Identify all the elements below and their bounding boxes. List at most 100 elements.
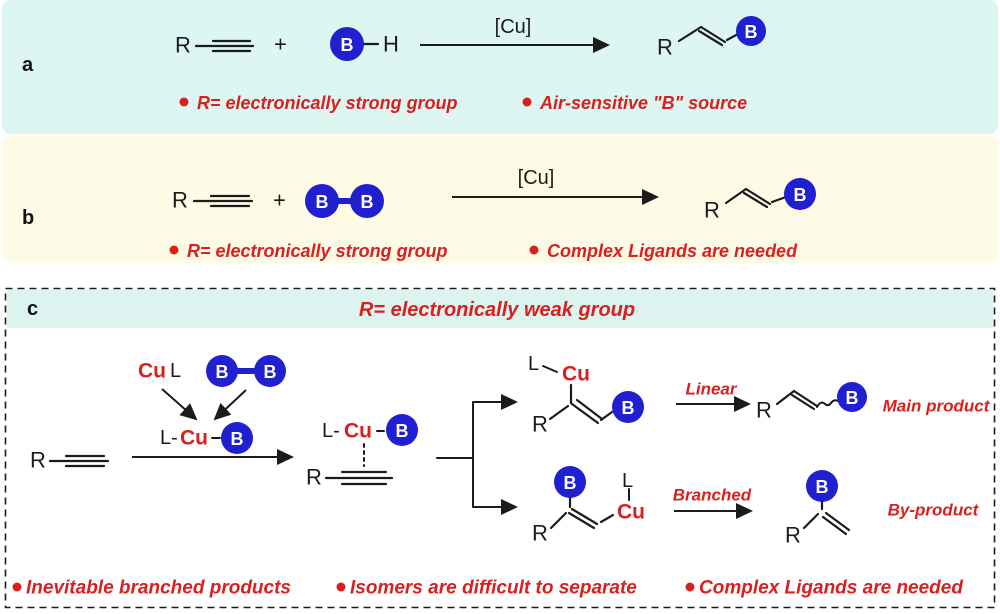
ligand-label: L	[170, 360, 181, 382]
double-bond-1	[570, 402, 600, 425]
product-double-bond-1	[792, 389, 819, 408]
branched-path-label: Branched	[673, 486, 752, 505]
branched-intermediate: B R Cu L	[532, 466, 645, 546]
bullet-text: R= electronically strong group	[197, 93, 458, 113]
c-cu-bond	[599, 513, 615, 524]
linear-intermediate: L Cu R B	[528, 353, 644, 437]
bullet-text: Air-sensitive "B" source	[539, 93, 747, 113]
copper-label: Cu	[562, 363, 590, 386]
boron-circle	[221, 422, 253, 454]
double-bond-2	[821, 515, 848, 536]
main-product-tag: Main product	[883, 397, 991, 416]
boron-label: B	[216, 362, 229, 382]
bullet-dot	[169, 245, 179, 255]
panel-c-header-background	[7, 290, 993, 328]
r-group-label: R	[532, 521, 548, 546]
bullet-dot	[522, 97, 532, 107]
product-double-bond-2	[790, 393, 816, 411]
cul-feed-arrow	[161, 388, 198, 421]
boron-label: B	[341, 35, 354, 55]
panel-c-label: c	[27, 298, 38, 320]
bullet-dot	[336, 582, 346, 592]
r-group-label: R	[306, 465, 322, 490]
catalyst-label: [Cu]	[495, 16, 532, 38]
boron-label: B	[794, 185, 807, 205]
bullet-dot	[529, 245, 539, 255]
bullet-text: R= electronically strong group	[187, 241, 448, 261]
product-double-bond-2	[697, 29, 724, 47]
panel-a-bullets: R= electronically strong group Air-sensi…	[179, 93, 747, 113]
boron-circle	[554, 466, 586, 498]
copper-label: Cu	[138, 360, 166, 383]
panel-a-product: R B	[657, 16, 766, 60]
product-b-bond	[770, 195, 788, 204]
plus-sign: +	[274, 32, 287, 57]
hydrogen-label: H	[383, 32, 399, 57]
pi-complex: L- Cu B R	[306, 414, 418, 490]
panel-b-bullets: R= electronically strong group Complex L…	[169, 241, 798, 261]
bullet-dot	[179, 97, 189, 107]
ligand-label: L-	[322, 420, 340, 442]
diboron-reagent: B B	[206, 355, 286, 387]
copper-label: Cu	[180, 427, 208, 450]
r-group-label: R	[532, 412, 548, 437]
double-bond-1	[570, 507, 599, 526]
boron-label: B	[622, 398, 635, 418]
c-b-bond	[599, 410, 614, 422]
linear-path-label: Linear	[685, 380, 737, 399]
catalyst-label: [Cu]	[518, 167, 555, 189]
panel-b-diboron: B B	[305, 184, 384, 218]
product-r-label: R	[704, 198, 720, 223]
wavy-b-bond	[816, 399, 839, 408]
bullet-dot	[685, 582, 695, 592]
by-product-tag: By-product	[888, 501, 980, 520]
boron-circle	[612, 391, 644, 423]
panel-b-background	[2, 136, 998, 263]
ligand-label: L-	[160, 427, 178, 449]
panel-b-alkyne: R	[172, 188, 254, 213]
panel-c-title: R= electronically weak group	[359, 299, 635, 321]
bullet-text: Complex Ligands are needed	[547, 241, 798, 261]
panel-a-alkyne: R	[175, 33, 255, 58]
product-double-bond-1	[699, 25, 727, 44]
boron-label: B	[745, 22, 758, 42]
boron-label: B	[564, 473, 577, 493]
r-group-label: R	[30, 448, 46, 473]
product-double-bond-1	[744, 187, 772, 206]
r-c-bond	[802, 512, 820, 530]
boron-label: B	[816, 477, 829, 497]
r-group-label: R	[785, 523, 801, 548]
boron-label: B	[264, 362, 277, 382]
panel-b-product: R B	[704, 178, 816, 223]
r-c-bond	[549, 511, 568, 530]
boron-circle	[305, 184, 339, 218]
panel-a-label: a	[22, 54, 34, 76]
double-bond-1	[824, 511, 851, 532]
boron-circle	[254, 355, 286, 387]
r-c-bond	[548, 404, 570, 421]
r-group-label: R	[756, 398, 772, 423]
branching-bracket	[436, 394, 518, 515]
product-b-bond	[725, 32, 740, 42]
lcub-species: L- Cu B	[160, 422, 253, 454]
main-product: R B Main product	[756, 382, 991, 423]
product-bond	[775, 389, 796, 406]
by-product: B R By-product	[785, 470, 980, 548]
r-group-label: R	[172, 188, 188, 213]
panel-c: c R= electronically weak group Cu L B B …	[4, 287, 996, 609]
boron-label: B	[361, 192, 374, 212]
product-bond	[724, 187, 748, 205]
boron-label: B	[396, 421, 409, 441]
boron-label: B	[316, 192, 329, 212]
ligand-label: L	[622, 470, 633, 492]
bullet-text: Isomers are difficult to separate	[350, 578, 637, 599]
bullet-dot	[12, 582, 22, 592]
cul-reagent: Cu L	[138, 360, 181, 383]
panel-b-label: b	[22, 207, 34, 229]
diboron-feed-arrow	[213, 389, 247, 421]
bullet-text: Inevitable branched products	[26, 578, 291, 599]
product-double-bond-2	[742, 191, 769, 209]
boron-label: B	[846, 388, 859, 408]
panel-c-bullets: Inevitable branched products Isomers are…	[12, 578, 963, 599]
